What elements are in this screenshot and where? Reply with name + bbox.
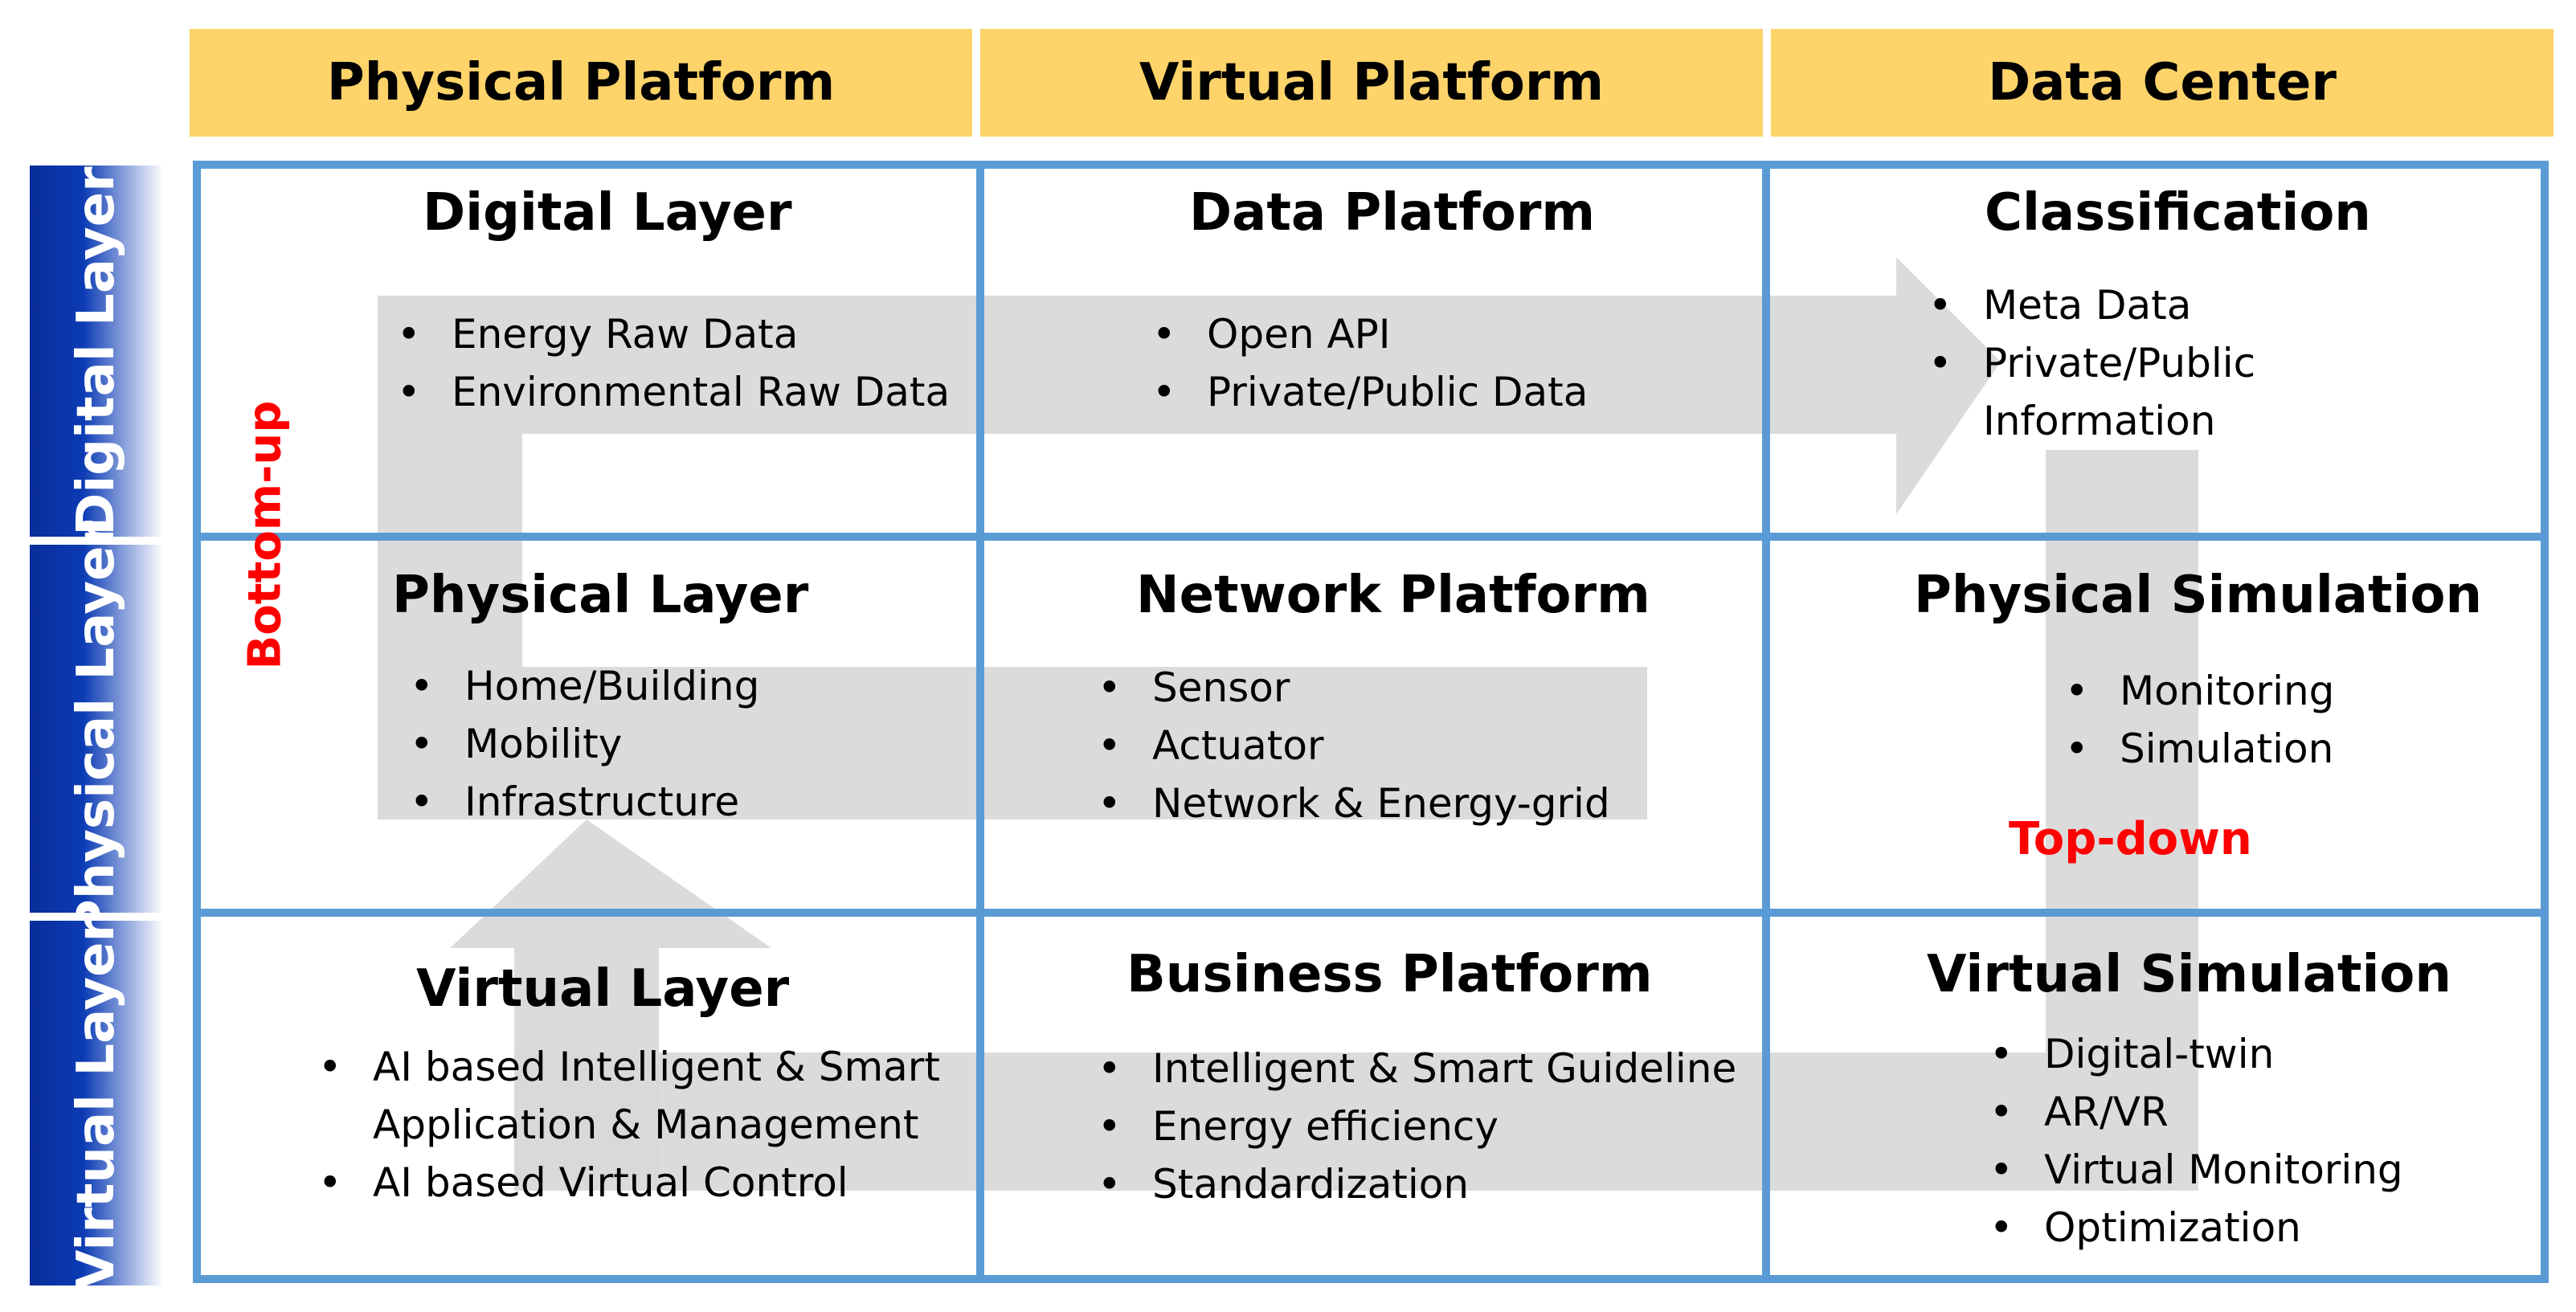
cell-title-digital-layer: Digital Layer [423,183,792,243]
list-item: Optimization [1989,1199,2403,1257]
list-item: AI based Intelligent & Smart [318,1038,940,1096]
list-item: Monitoring [2065,662,2334,720]
grid-border-left [193,161,201,1283]
list-item: Open API [1152,305,1588,363]
cell-title-physical-layer: Physical Layer [392,566,809,625]
cell-title-virtual-layer: Virtual Layer [416,959,790,1019]
list-item: Meta Data [1928,276,2255,334]
grid-divider-col-2 [1762,161,1770,1283]
grid-divider-col-1 [976,161,984,1283]
cell-list-virtual-simulation: Digital-twin AR/VR Virtual Monitoring Op… [1989,1025,2403,1257]
cell-list-virtual-layer: AI based Intelligent & Smart Application… [318,1038,940,1212]
cell-list-digital-layer: Energy Raw Data Environmental Raw Data [397,305,950,421]
list-item: AR/VR [1989,1083,2403,1141]
top-down-label: Top-down [2009,813,2252,865]
cell-title-network-platform: Network Platform [1136,566,1650,625]
list-item: Virtual Monitoring [1989,1141,2403,1199]
grid-border-bottom [193,1275,2549,1283]
list-item: Private/Public [1928,334,2255,392]
grid-border-top [193,161,2549,169]
list-item: Standardization [1098,1155,1736,1213]
cell-title-data-platform: Data Platform [1189,183,1596,243]
cell-list-physical-simulation: Monitoring Simulation [2065,662,2334,778]
cell-title-business-platform: Business Platform [1126,945,1653,1004]
list-item: AI based Virtual Control [318,1154,940,1212]
row-label-physical-layer: Physical Layer [30,521,163,937]
list-item-continuation: Application & Management [373,1102,919,1148]
cell-title-virtual-simulation: Virtual Simulation [1927,945,2451,1004]
matrix-grid [193,161,2549,1283]
list-item: Environmental Raw Data [397,363,950,421]
list-item: Sensor [1098,659,1610,717]
list-item: Network & Energy-grid [1098,775,1610,832]
list-item: Home/Building [410,657,759,715]
list-item: Energy Raw Data [397,305,950,363]
list-item: Intelligent & Smart Guideline [1098,1040,1736,1097]
list-item: Simulation [2065,720,2334,778]
cell-list-business-platform: Intelligent & Smart Guideline Energy eff… [1098,1040,1736,1213]
cell-list-data-platform: Open API Private/Public Data [1152,305,1588,421]
list-item: Infrastructure [410,773,759,831]
row-label-digital-layer: Digital Layer [30,166,163,537]
cell-title-classification: Classification [1985,183,2371,243]
row-label-virtual-layer: Virtual Layer [30,917,163,1290]
list-item: Energy efficiency [1098,1097,1736,1155]
list-item: Private/Public Data [1152,363,1588,421]
list-item: Digital-twin [1989,1025,2403,1083]
grid-divider-row-2 [193,909,2549,917]
list-item-continuation: Information [1983,398,2216,444]
grid-divider-row-1 [193,533,2549,541]
cell-list-physical-layer: Home/Building Mobility Infrastructure [410,657,759,831]
column-header-data-center: Data Center [1771,29,2554,137]
list-item: Mobility [410,715,759,773]
bottom-up-label: Bottom-up [239,400,292,670]
cell-list-classification: Meta Data Private/Public [1928,276,2255,392]
list-item: Actuator [1098,717,1610,775]
cell-title-physical-simulation: Physical Simulation [1914,566,2483,625]
column-header-virtual-platform: Virtual Platform [980,29,1763,137]
column-header-physical-platform: Physical Platform [190,29,972,137]
grid-border-right [2541,161,2549,1283]
cell-list-network-platform: Sensor Actuator Network & Energy-grid [1098,659,1610,832]
